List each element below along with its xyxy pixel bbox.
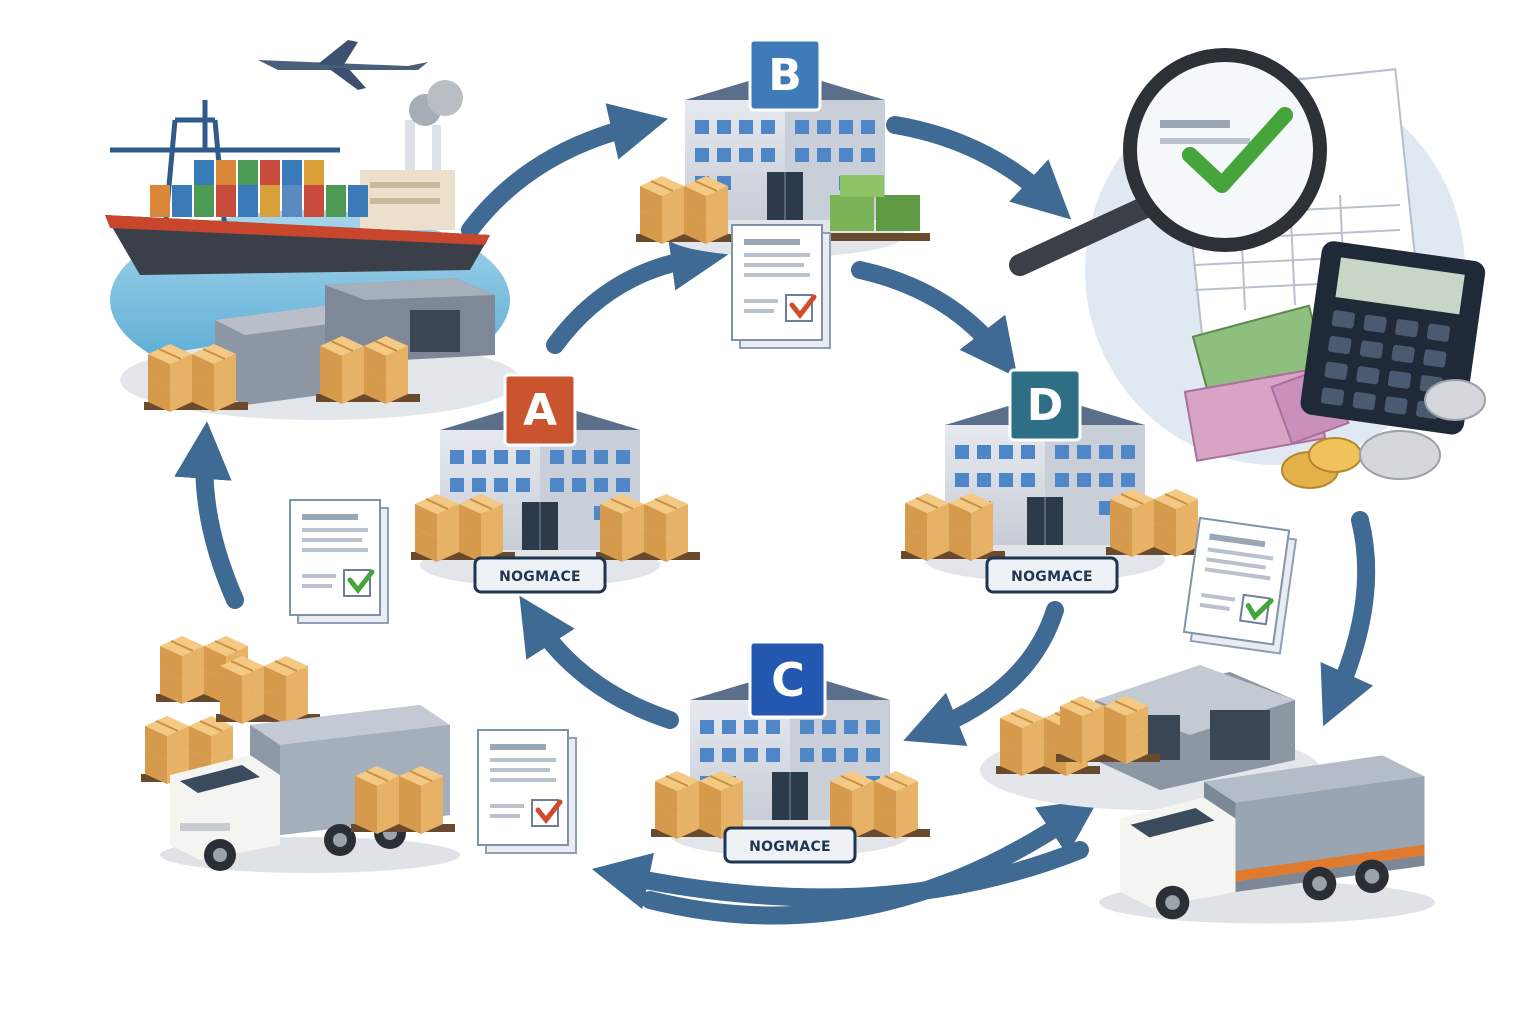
checkmark-icon <box>1182 107 1293 193</box>
arrow-d-to-c <box>903 601 1064 747</box>
truck-icon <box>1099 755 1435 924</box>
hub-c-tag <box>723 826 857 864</box>
factory-icon <box>360 80 463 230</box>
hub-a-tag-label: NOGMACE <box>499 569 581 585</box>
checkmark-icon <box>1245 598 1274 621</box>
document-d <box>1181 517 1299 655</box>
hub-d-tag-label: NOGMACE <box>1011 569 1093 585</box>
ship-icon <box>105 160 490 275</box>
flow-arrows <box>174 103 1376 925</box>
arrow-truck-to-ship <box>174 421 244 609</box>
hub-a: A NOGMACE <box>411 373 700 594</box>
arrow-b-to-d <box>851 261 1018 378</box>
document-a <box>289 499 389 624</box>
finance-scene <box>1009 48 1486 489</box>
hub-a-tag <box>473 556 607 594</box>
hub-c-tag-label: NOGMACE <box>749 839 831 855</box>
truck-scene-right <box>980 665 1435 924</box>
hub-d: D NOGMACE <box>901 368 1210 594</box>
hub-c-badge <box>748 640 827 719</box>
hub-c-letter: C <box>771 653 805 707</box>
document-b <box>731 224 831 349</box>
port-scene <box>105 40 520 420</box>
arrow-a-to-b <box>546 233 729 354</box>
hub-d-tag <box>985 556 1119 594</box>
checkmark-icon <box>789 294 817 320</box>
hub-a-badge <box>503 373 577 447</box>
airplane-icon <box>258 40 428 90</box>
arrow-truck-to-c <box>591 841 1089 910</box>
arrow-finance-to-truck <box>1320 511 1376 727</box>
checkmark-icon <box>535 799 563 825</box>
arrow-c-to-a <box>519 595 679 729</box>
hub-d-letter: D <box>1027 380 1064 431</box>
hub-b-badge <box>748 38 822 112</box>
coin-icon <box>1281 379 1486 489</box>
magnifier-icon <box>1009 48 1327 276</box>
checkmark-icon <box>347 569 375 595</box>
hub-b: B <box>636 38 930 258</box>
truck-scene-left <box>141 636 577 873</box>
money-icon <box>1183 304 1350 462</box>
arrow-c-to-truck <box>641 798 1099 925</box>
hub-b-letter: B <box>768 50 802 101</box>
hub-c: C NOGMACE <box>651 640 930 864</box>
arrow-b-to-finance <box>886 116 1072 220</box>
hub-d-badge <box>1008 368 1082 442</box>
arrow-ship-to-b <box>461 103 669 239</box>
hub-a-letter: A <box>523 385 557 436</box>
